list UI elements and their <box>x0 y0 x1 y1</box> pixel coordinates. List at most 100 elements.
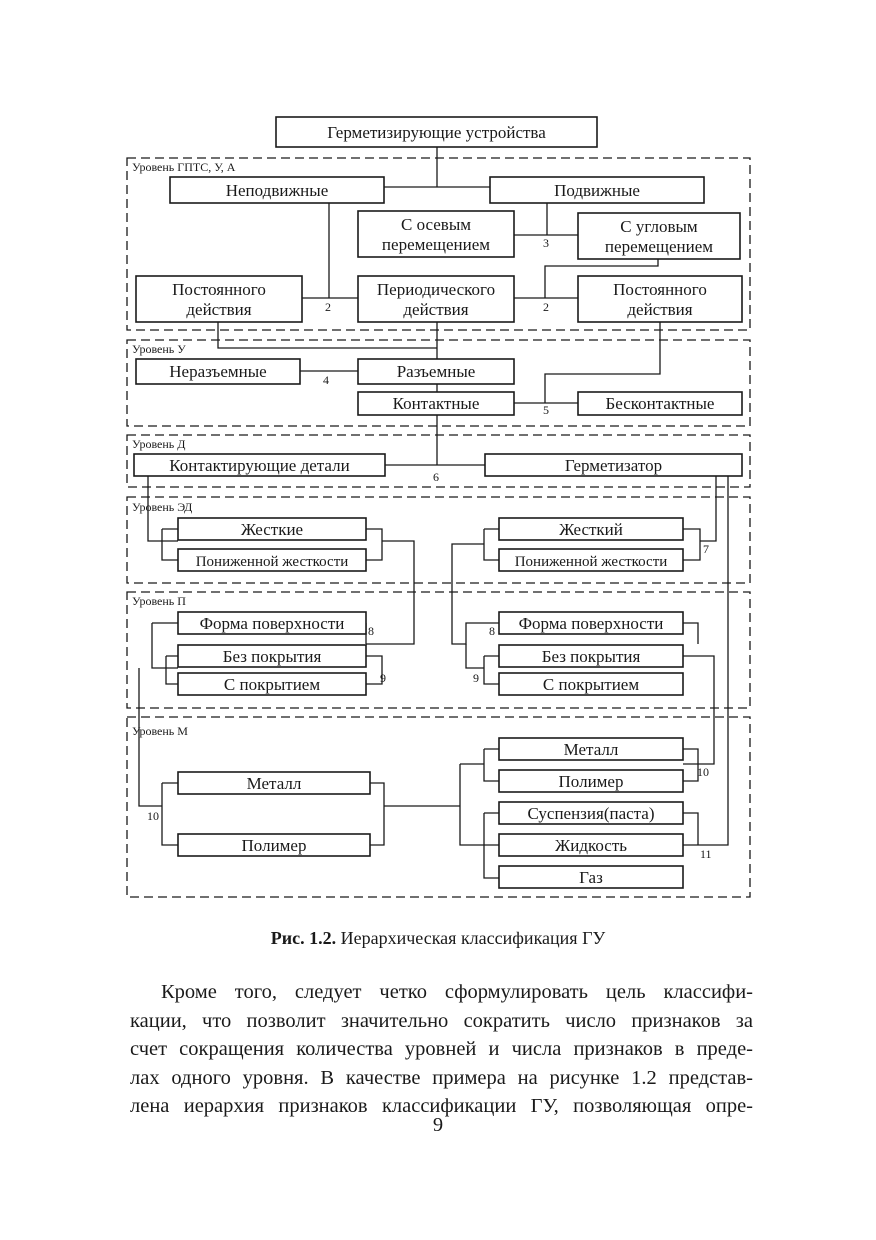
connector-number-9-left: 9 <box>380 671 386 685</box>
node-suspenziya-label: Суспензия(паста) <box>527 804 654 823</box>
node-bez-pokrytiya-right-label: Без покрытия <box>542 647 641 666</box>
level-label-gpts: Уровень ГПТС, У, А <box>132 160 236 174</box>
node-nerazemnye-label: Неразъемные <box>169 362 266 381</box>
node-forma-right <box>498 611 684 635</box>
node-nepodvizhnye <box>169 176 385 204</box>
node-polimer-right-label: Полимер <box>559 772 624 791</box>
node-zhestkiy-label: Жесткий <box>559 520 623 539</box>
body-paragraph: Кроме того, следует четко сформулировать… <box>130 978 753 1121</box>
node-razemnye <box>357 358 515 385</box>
node-beskontaktnye-label: Бесконтактные <box>606 394 715 413</box>
node-germetizator <box>484 453 743 477</box>
level-frame-u <box>126 339 751 427</box>
node-postoyannogo-right-line2: действия <box>627 300 692 319</box>
connector-number-2-right: 2 <box>543 300 549 314</box>
node-zhidkost <box>498 833 684 857</box>
figure-caption: Рис. 1.2. Иерархическая классификация ГУ <box>0 928 876 949</box>
node-root <box>275 116 598 148</box>
connector-number-6: 6 <box>433 470 439 484</box>
connector-number-4: 4 <box>323 373 329 387</box>
connector-lines <box>138 147 729 879</box>
connector-number-10-left: 10 <box>147 809 159 823</box>
node-periodicheskogo-line2: действия <box>403 300 468 319</box>
node-postoyannogo-left <box>135 275 303 323</box>
node-postoyannogo-right-line1: Постоянного <box>613 280 707 299</box>
connector-number-3: 3 <box>543 236 549 250</box>
node-metall-right-label: Металл <box>564 740 619 759</box>
paragraph-line: Кроме того, следует четко сформулировать… <box>161 981 753 1003</box>
node-polimer-left <box>177 833 371 857</box>
node-ponizhennoy-left <box>177 548 367 572</box>
node-periodicheskogo-line1: Периодического <box>377 280 495 299</box>
connector-number-9-right: 9 <box>473 671 479 685</box>
node-metall-left-label: Металл <box>247 774 302 793</box>
connector-number-5: 5 <box>543 403 549 417</box>
paragraph-line: кации, что позволит значительно сократит… <box>130 1009 753 1032</box>
figure-caption-label: Рис. 1.2. <box>270 928 337 948</box>
node-osevoe-line1: С осевым <box>401 215 471 234</box>
node-kontaktnye-label: Контактные <box>393 394 480 413</box>
level-label-p: Уровень П <box>132 594 186 608</box>
connector-number-8-left: 8 <box>368 624 374 638</box>
node-gaz-label: Газ <box>579 868 603 887</box>
page-number: 9 <box>432 1114 444 1136</box>
node-germetizator-label: Герметизатор <box>565 456 662 475</box>
node-forma-left <box>177 611 367 635</box>
node-bez-pokrytiya-left-label: Без покрытия <box>223 647 322 666</box>
level-frame-m <box>126 716 751 898</box>
level-frame-ed <box>126 496 751 584</box>
node-metall-left <box>177 771 371 795</box>
node-ponizhennoy-right-label: Пониженной жесткости <box>515 554 668 570</box>
paragraph-line: счет сокращения количества уровней и чис… <box>130 1038 753 1060</box>
level-label-d: Уровень Д <box>132 437 185 451</box>
node-s-pokrytiem-left <box>177 672 367 696</box>
node-kontaktiruyushchie-detali <box>133 453 386 477</box>
node-bez-pokrytiya-left <box>177 644 367 668</box>
level-label-m: Уровень М <box>132 724 188 738</box>
connector-number-10-right: 10 <box>697 765 709 779</box>
node-forma-right-label: Форма поверхности <box>519 614 664 633</box>
node-kontaktnye <box>357 391 515 416</box>
level-frame-p <box>126 591 751 709</box>
node-bez-pokrytiya-right <box>498 644 684 668</box>
node-podvizhnye <box>489 176 705 204</box>
node-uglovoe-line1: С угловым <box>620 217 698 236</box>
node-podvizhnye-label: Подвижные <box>554 181 640 200</box>
node-s-pokrytiem-right-label: С покрытием <box>543 675 639 694</box>
node-s-pokrytiem-right <box>498 672 684 696</box>
node-root-label: Герметизирующие устройства <box>327 123 546 142</box>
node-suspenziya <box>498 801 684 825</box>
connector-number-11: 11 <box>700 847 712 861</box>
level-label-u: Уровень У <box>132 342 186 356</box>
node-uglovoe-line2: перемещением <box>605 237 713 256</box>
node-beskontaktnye <box>577 391 743 416</box>
node-zhestkiy <box>498 517 684 541</box>
node-postoyannogo-left-line2: действия <box>186 300 251 319</box>
node-kontaktiruyushchie-detali-label: Контактирующие детали <box>169 456 349 475</box>
figure-caption-text: Иерархическая классификация ГУ <box>336 928 606 948</box>
level-frame-d <box>126 434 751 488</box>
node-metall-right <box>498 737 684 761</box>
node-nerazemnye <box>135 358 301 385</box>
node-osevoe <box>357 210 515 258</box>
node-ponizhennoy-left-label: Пониженной жесткости <box>196 554 349 570</box>
node-s-pokrytiem-left-label: С покрытием <box>224 675 320 694</box>
connector-number-8-right: 8 <box>489 624 495 638</box>
paragraph-line: лена иерархия признаков классификации ГУ… <box>130 1095 753 1117</box>
level-label-ed: Уровень ЭД <box>132 500 192 514</box>
node-zhidkost-label: Жидкость <box>555 836 627 855</box>
node-zhestkie-label: Жесткие <box>241 520 303 539</box>
node-postoyannogo-right <box>577 275 743 323</box>
node-polimer-left-label: Полимер <box>242 836 307 855</box>
node-forma-left-label: Форма поверхности <box>200 614 345 633</box>
node-osevoe-line2: перемещением <box>382 235 490 254</box>
node-ponizhennoy-right <box>498 548 684 572</box>
connector-number-7: 7 <box>703 542 709 556</box>
node-razemnye-label: Разъемные <box>397 362 476 381</box>
node-zhestkie <box>177 517 367 541</box>
paragraph-line: лах одного уровня. В качестве примера на… <box>130 1066 753 1089</box>
connector-number-2-left: 2 <box>325 300 331 314</box>
level-frame-gpts <box>126 157 751 331</box>
node-polimer-right <box>498 769 684 793</box>
